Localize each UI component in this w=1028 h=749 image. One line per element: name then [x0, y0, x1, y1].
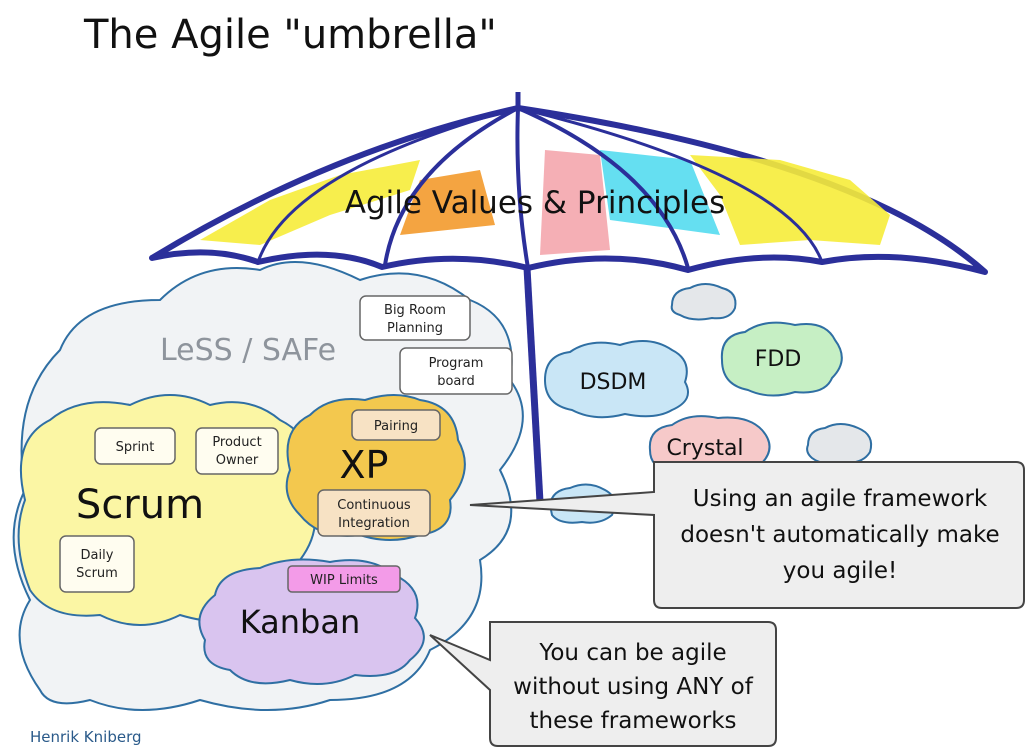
note-continuous-integration: Continuous Integration	[317, 489, 431, 537]
note-daily-scrum-line1: Daily	[81, 548, 114, 563]
note-pairing: Pairing	[351, 409, 441, 441]
callout-framework: Using an agile framework doesn't automat…	[469, 461, 1025, 609]
umbrella-label: Agile Values & Principles	[345, 185, 726, 221]
callout-framework-line2: doesn't automatically make	[680, 522, 999, 548]
callout-framework-line3: you agile!	[783, 558, 897, 584]
fdd-label: FDD	[755, 347, 802, 372]
note-wip-limits-label: WIP Limits	[310, 573, 378, 588]
callout-without-frameworks: You can be agile without using ANY of th…	[429, 621, 777, 747]
page-title: The Agile "umbrella"	[83, 12, 497, 58]
note-daily-scrum: Daily Scrum	[59, 535, 135, 593]
umbrella: Agile Values & Principles	[149, 92, 988, 503]
note-sprint-label: Sprint	[116, 440, 155, 455]
note-big-room-line2: Planning	[387, 321, 443, 336]
fdd-cloud: FDD	[720, 321, 843, 397]
author-credit: Henrik Kniberg	[30, 728, 142, 746]
xp-label: XP	[340, 443, 389, 487]
crystal-label: Crystal	[666, 436, 743, 461]
callout-without-line1: You can be agile	[538, 640, 726, 666]
note-program-line2: board	[437, 374, 475, 389]
note-pairing-label: Pairing	[374, 419, 418, 434]
kanban-label: Kanban	[240, 603, 361, 641]
note-wip-limits: WIP Limits	[287, 565, 401, 593]
less-safe-label: LeSS / SAFe	[160, 333, 336, 368]
note-ci-line2: Integration	[338, 516, 410, 531]
note-ci-line1: Continuous	[337, 498, 411, 513]
note-product-owner-line2: Owner	[216, 453, 259, 468]
note-program-board: Program board	[399, 347, 513, 395]
note-daily-scrum-line2: Scrum	[76, 566, 118, 581]
note-program-line1: Program	[429, 356, 484, 371]
callout-without-line3: these frameworks	[529, 708, 736, 734]
small-cloud-1	[670, 283, 737, 321]
note-product-owner-line1: Product	[212, 435, 261, 450]
callout-framework-line1: Using an agile framework	[693, 486, 988, 512]
note-big-room-line1: Big Room	[384, 303, 446, 318]
callout-without-line2: without using ANY of	[513, 674, 754, 700]
small-cloud-2	[806, 423, 873, 465]
note-big-room-planning: Big Room Planning	[359, 295, 471, 341]
dsdm-cloud: DSDM	[543, 340, 689, 419]
note-product-owner: Product Owner	[195, 427, 279, 475]
note-sprint: Sprint	[94, 427, 176, 465]
scrum-label: Scrum	[76, 482, 204, 528]
dsdm-label: DSDM	[580, 370, 647, 395]
